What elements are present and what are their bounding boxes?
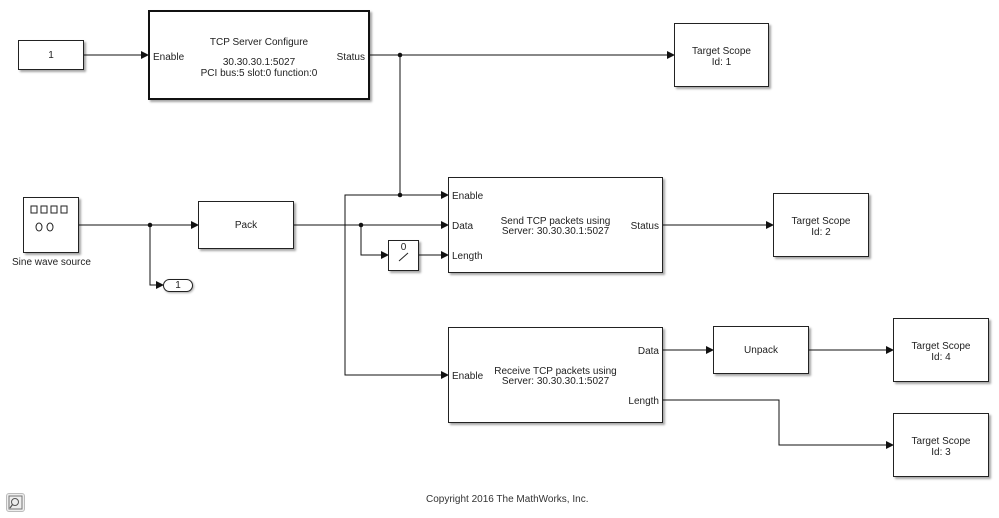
line-enable-to-receive [344, 194, 449, 379]
scope-id: Id: 4 [931, 352, 951, 363]
scope-title: Target Scope [911, 436, 971, 447]
port-data: Data [452, 221, 474, 232]
port-enable: Enable [452, 191, 484, 202]
pack-label: Pack [234, 220, 258, 231]
send-line1: Send TCP packets using [500, 216, 611, 227]
port-status: Status [336, 52, 365, 63]
scope-id: Id: 1 [711, 57, 732, 68]
scope-id: Id: 3 [931, 447, 951, 458]
receive-tcp-block[interactable]: Receive TCP packets using Server: 30.30.… [448, 327, 663, 423]
branch-point [147, 222, 153, 228]
sine-caption: Sine wave source [12, 257, 91, 268]
port-enable: Enable [452, 371, 484, 382]
tcp-config-title: TCP Server Configure [209, 37, 309, 48]
copyright-text: Copyright 2016 The MathWorks, Inc. [426, 494, 589, 505]
receive-line2: Server: 30.30.30.1:5027 [501, 376, 610, 387]
constant-block[interactable]: 1 [18, 40, 84, 70]
tcp-config-address: 30.30.30.1:5027 [222, 57, 296, 68]
branch-point [397, 192, 403, 198]
width-block[interactable]: 0 [388, 240, 419, 271]
line-receive-length-to-scope3 [663, 399, 894, 449]
send-tcp-block[interactable]: Send TCP packets using Server: 30.30.30.… [448, 177, 663, 273]
zoom-to-fit-icon [8, 495, 23, 510]
pack-block[interactable]: Pack [198, 201, 294, 249]
unpack-label: Unpack [744, 345, 778, 356]
port-length: Length [452, 251, 483, 262]
port-data: Data [637, 346, 659, 357]
target-scope-2[interactable]: Target Scope Id: 2 [773, 193, 869, 257]
send-line2: Server: 30.30.30.1:5027 [501, 226, 610, 237]
scope-title: Target Scope [911, 341, 971, 352]
scope-id: Id: 2 [811, 227, 831, 238]
branch-point [358, 222, 364, 228]
slash-icon [398, 252, 409, 262]
unpack-block[interactable]: Unpack [713, 326, 809, 374]
outport-1[interactable]: 1 [163, 279, 193, 292]
sine-source-icon [30, 205, 68, 232]
scope-title: Target Scope [692, 46, 751, 57]
line-sine-to-outport [149, 225, 164, 289]
line-status-to-send-enable [399, 55, 449, 199]
port-length: Length [628, 396, 659, 407]
target-scope-4[interactable]: Target Scope Id: 4 [893, 318, 989, 382]
port-status: Status [630, 221, 659, 232]
branch-point [397, 52, 403, 58]
tcp-config-pci: PCI bus:5 slot:0 function:0 [200, 68, 318, 79]
target-scope-3[interactable]: Target Scope Id: 3 [893, 413, 989, 477]
scope-title: Target Scope [791, 216, 851, 227]
target-scope-1[interactable]: Target Scope Id: 1 [674, 23, 769, 87]
constant-value: 1 [48, 50, 54, 61]
port-enable: Enable [153, 52, 185, 63]
sine-wave-source-block[interactable] [23, 197, 79, 253]
zoom-to-fit-button[interactable] [6, 493, 25, 512]
tcp-server-configure-block[interactable]: TCP Server Configure 30.30.30.1:5027 PCI… [148, 10, 370, 100]
line-data-to-width [360, 225, 389, 259]
width-value: 0 [400, 242, 407, 253]
receive-line1: Receive TCP packets using [494, 366, 617, 377]
outport-label: 1 [175, 280, 181, 291]
